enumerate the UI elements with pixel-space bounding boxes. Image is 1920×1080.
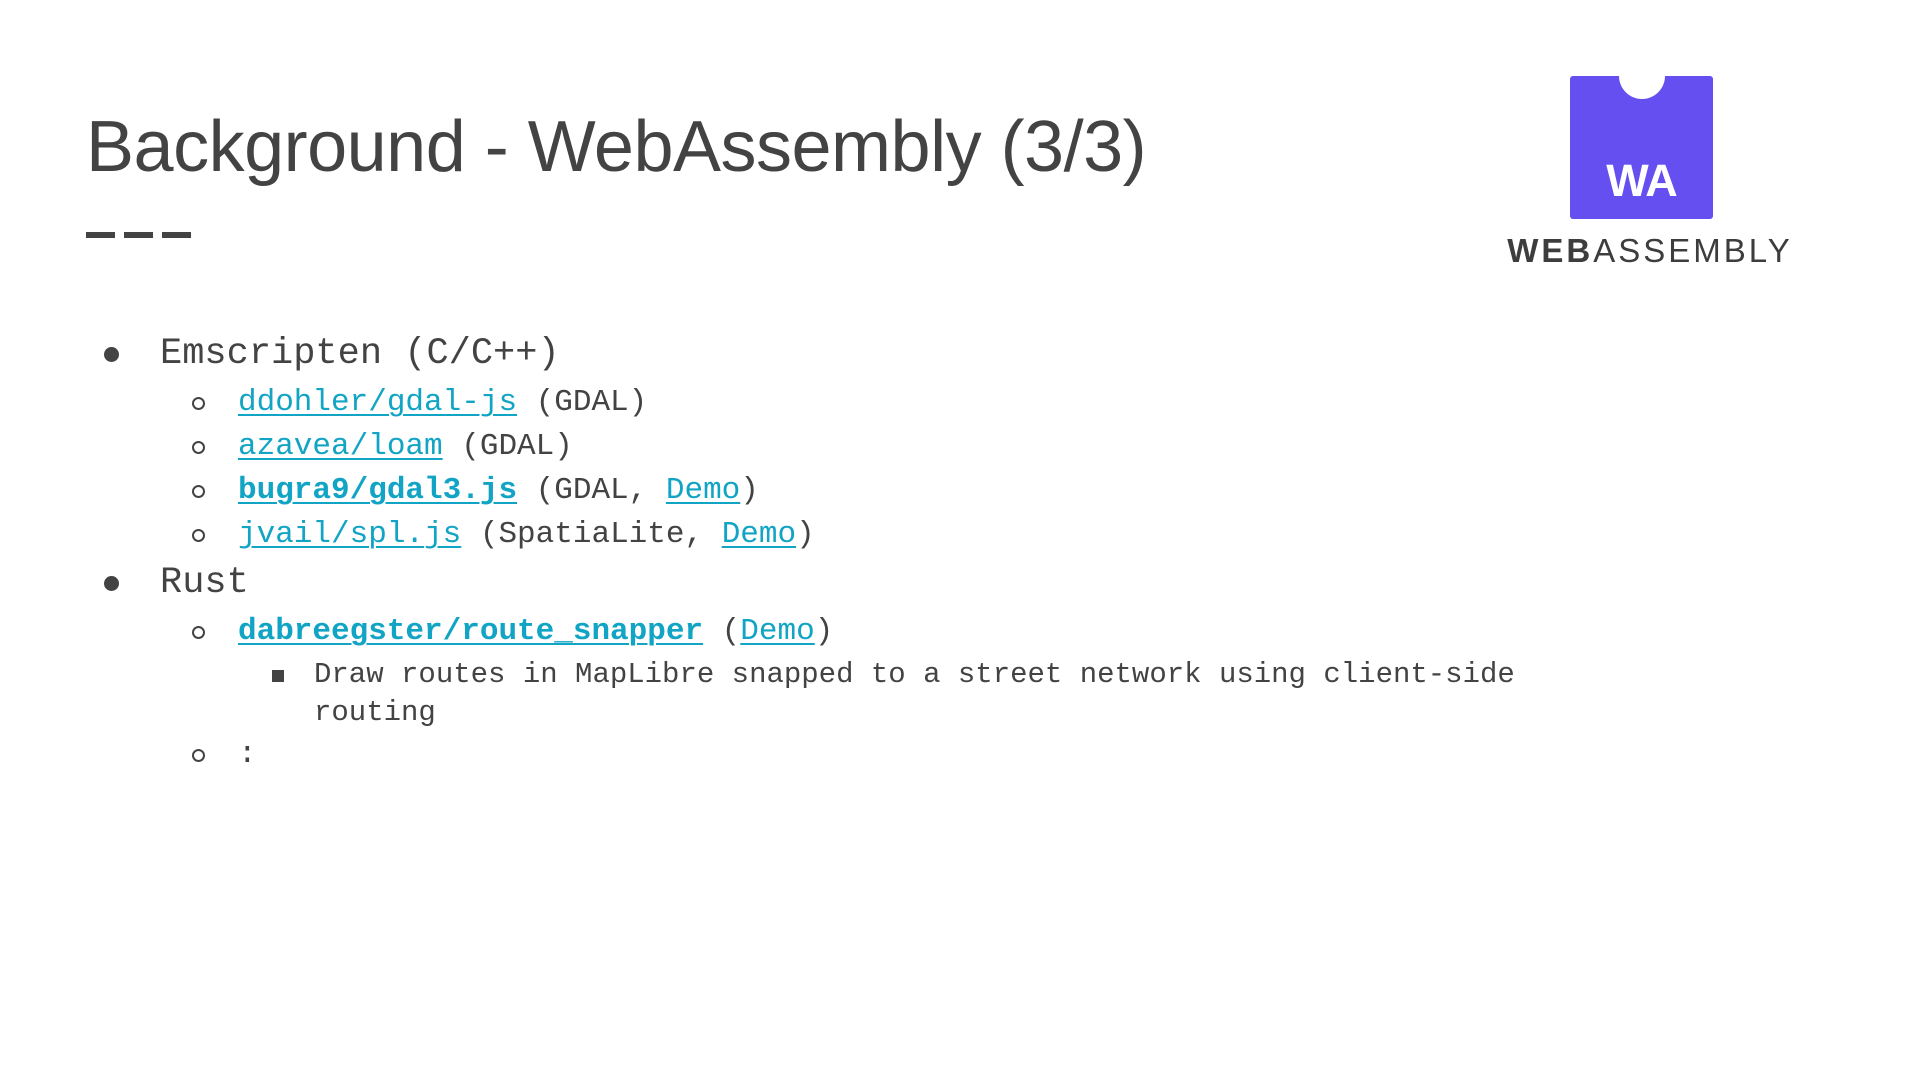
circle-bullet-icon xyxy=(86,471,238,512)
webassembly-mark-label: WA xyxy=(1606,155,1678,206)
list-item-rust: Rust xyxy=(86,559,1826,608)
circle-bullet-icon xyxy=(86,427,238,468)
circle-bullet-icon xyxy=(86,735,238,776)
link-bugra9-gdal3-js[interactable]: bugra9/gdal3.js xyxy=(238,473,518,508)
link-demo-gdal3[interactable]: Demo xyxy=(665,473,741,508)
square-bullet-icon xyxy=(86,656,314,695)
list-item-label: Draw routes in MapLibre snapped to a str… xyxy=(314,658,1515,730)
webassembly-wordmark: WEBASSEMBLY xyxy=(1440,234,1860,267)
list-item-suffix: (GDAL) xyxy=(442,429,573,464)
circle-bullet-icon xyxy=(86,612,238,653)
list-item-bugra9-gdal3-js: bugra9/gdal3.js (GDAL, Demo) xyxy=(86,471,1826,512)
list-item-mid: (GDAL, xyxy=(517,473,666,508)
title-divider xyxy=(86,232,191,238)
list-item-close: ) xyxy=(814,614,834,649)
list-item-jvail-spl-js: jvail/spl.js (SpatiaLite, Demo) xyxy=(86,515,1826,556)
list-item-close: ) xyxy=(796,517,815,552)
list-item-ellipsis: : xyxy=(86,735,1826,776)
circle-bullet-icon xyxy=(86,383,238,424)
circle-bullet-icon xyxy=(86,515,238,556)
list-item-route-snapper-description: Draw routes in MapLibre snapped to a str… xyxy=(86,656,1826,733)
list-item-dabreegster-route-snapper: dabreegster/route_snapper (Demo) xyxy=(86,612,1826,653)
link-jvail-spl-js[interactable]: jvail/spl.js xyxy=(238,517,462,552)
list-item-label: Emscripten (C/C++) xyxy=(160,333,560,375)
list-item-suffix: (GDAL) xyxy=(517,385,648,420)
webassembly-mark-icon: WA xyxy=(1570,76,1713,219)
link-demo-route-snapper[interactable]: Demo xyxy=(740,614,815,649)
list-item-emscripten: Emscripten (C/C++) xyxy=(86,330,1826,379)
list-item-label: bugra9/gdal3.js (GDAL, Demo) xyxy=(238,471,1826,512)
link-ddohler-gdal-js[interactable]: ddohler/gdal-js xyxy=(238,385,518,420)
link-demo-spl[interactable]: Demo xyxy=(721,517,797,552)
link-azavea-loam[interactable]: azavea/loam xyxy=(238,429,443,464)
list-item-label: : xyxy=(238,736,257,772)
list-item-label: azavea/loam (GDAL) xyxy=(238,427,1826,468)
list-item-label: jvail/spl.js (SpatiaLite, Demo) xyxy=(238,515,1826,556)
page-title: Background - WebAssembly (3/3) xyxy=(86,107,1147,187)
list-item-mid: (SpatiaLite, xyxy=(461,517,722,552)
disc-bullet-icon xyxy=(86,559,160,608)
webassembly-notch-icon xyxy=(1618,76,1665,99)
list-item-ddohler-gdal-js: ddohler/gdal-js (GDAL) xyxy=(86,383,1826,424)
webassembly-logo: WA WEBASSEMBLY xyxy=(1440,62,1860,292)
list-item-label: ddohler/gdal-js (GDAL) xyxy=(238,383,1826,424)
divider-dash-3 xyxy=(162,232,191,238)
disc-bullet-icon xyxy=(86,330,160,379)
list-item-close: ) xyxy=(740,473,759,508)
wordmark-assembly: ASSEMBLY xyxy=(1593,232,1793,269)
divider-dash-2 xyxy=(124,232,153,238)
list-item-mid: ( xyxy=(703,614,741,649)
list-item-label: dabreegster/route_snapper (Demo) xyxy=(238,612,1826,653)
content-list: Emscripten (C/C++) ddohler/gdal-js (GDAL… xyxy=(86,330,1826,779)
divider-dash-1 xyxy=(86,232,115,238)
list-item-azavea-loam: azavea/loam (GDAL) xyxy=(86,427,1826,468)
wordmark-web: WEB xyxy=(1507,232,1594,269)
list-item-label: Rust xyxy=(160,562,249,604)
link-dabreegster-route-snapper[interactable]: dabreegster/route_snapper xyxy=(238,614,704,649)
